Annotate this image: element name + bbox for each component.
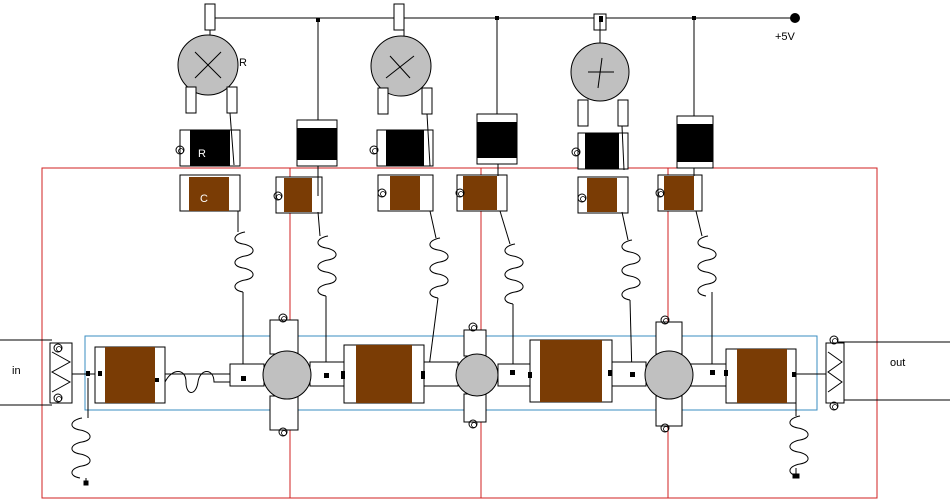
inductor-icon [234,231,254,293]
transistor-1 [262,350,312,400]
potentiometer-1: R [177,3,247,114]
input-connector [49,342,73,404]
inductor-icon [504,243,524,305]
capacitor-6 [657,174,703,212]
potentiometer-2 [370,3,433,115]
inductor-5 [621,211,641,377]
inductor-3 [427,210,449,376]
capacitor-icon [356,345,412,403]
capacitor-icon [463,176,497,210]
capacitor-tag: C [200,193,208,205]
capacitor-8 [343,344,425,404]
capacitor-9 [529,339,613,403]
inductor-6 [695,210,717,374]
capacitor-icon [587,178,617,212]
resistor-2 [296,119,338,167]
inductor-icon [621,239,641,301]
inductor-icon [71,417,91,479]
inductor-7 [71,378,91,486]
capacitor-icon [390,176,420,210]
resistor-6 [676,115,714,169]
input-label: in [12,365,21,377]
inductor-inline [164,371,230,393]
inductor-icon [789,415,809,477]
output-label: out [890,357,905,369]
inductor-icon [429,237,449,299]
transistor-2 [455,353,499,397]
output-connector [825,342,845,404]
capacitor-icon [737,349,787,403]
blue-frame [84,335,818,411]
inductor-2 [317,211,337,378]
capacitor-icon [540,340,602,402]
vcc-label: +5V [775,31,796,43]
inductor-1 [234,211,254,382]
resistor-icon [677,124,713,162]
capacitor-3 [377,174,434,212]
resistor-icon [477,122,517,158]
resistor-5 [577,132,629,170]
inductor-4 [499,210,524,372]
transistor-3 [644,350,694,400]
resistor-4 [476,113,518,165]
resistor-icon [190,130,230,166]
capacitor-7 [94,346,166,404]
capacitor-2 [275,176,323,214]
inductor-icon [317,235,337,297]
inductor-icon [697,235,717,297]
resistor-tag: R [198,148,206,160]
resistor-1: R [179,129,241,167]
capacitor-4 [456,174,508,212]
capacitor-icon [664,176,694,210]
red-frame [41,167,878,499]
resistor-icon [386,130,424,166]
resistor-icon [585,133,619,169]
capacitor-5 [577,176,629,214]
capacitor-icon [105,347,155,403]
capacitor-10 [725,348,797,404]
capacitor-icon [189,177,229,211]
capacitor-icon [284,178,312,212]
resistor-icon [297,128,337,160]
power-node-icon [790,13,800,23]
inductor-8 [789,378,809,479]
pot-tag: R [239,57,247,69]
capacitor-1: C [179,174,241,212]
resistor-3 [376,129,434,167]
